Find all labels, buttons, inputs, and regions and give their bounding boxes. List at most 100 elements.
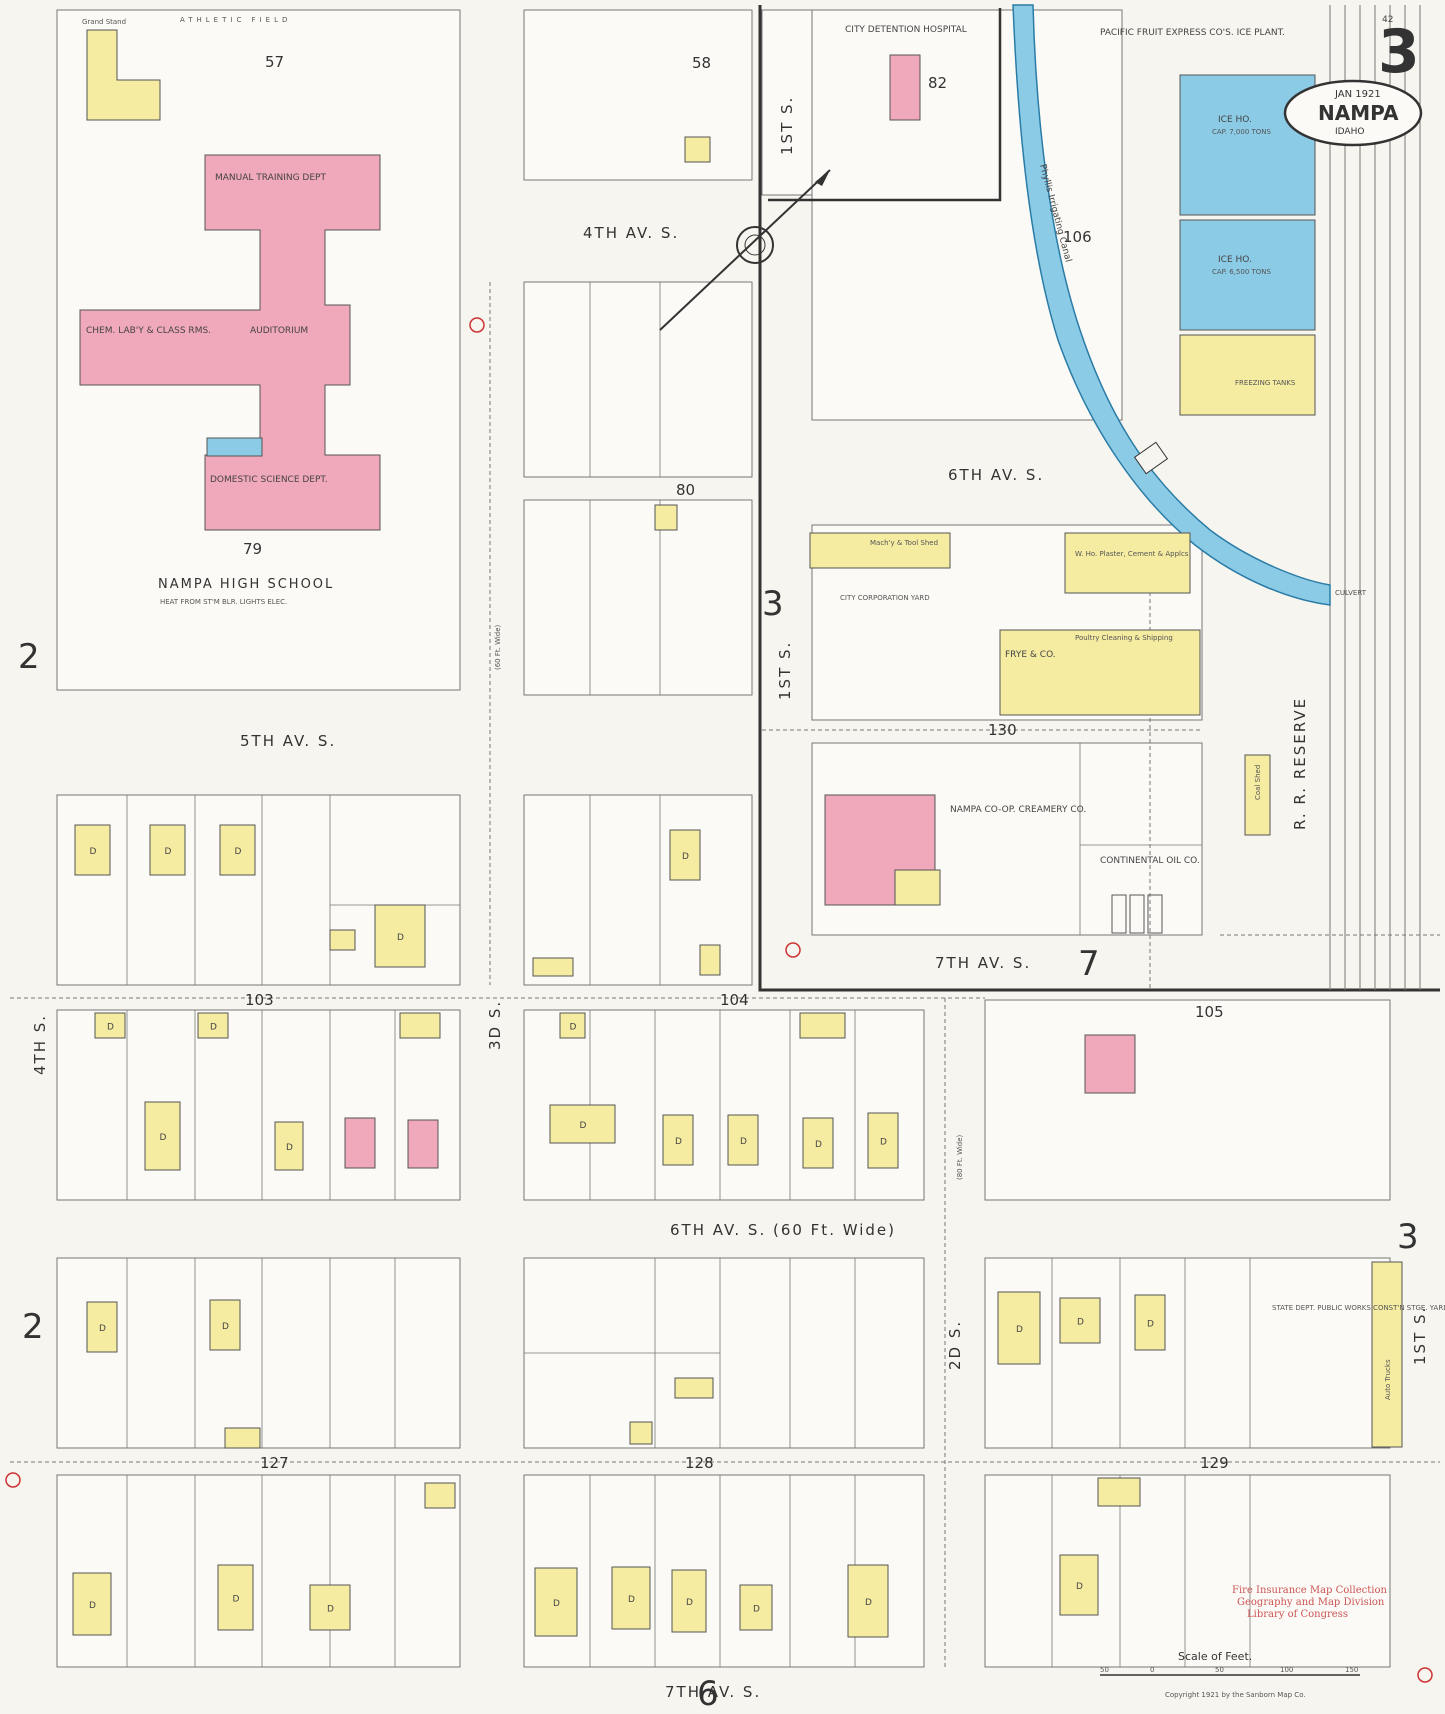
dwelling [274,1121,304,1171]
state-works-label: STATE DEPT. PUBLIC WORKS CONST'N STGE. Y… [1272,1304,1445,1312]
dwelling [847,1564,889,1638]
oil-tank-3 [1147,894,1163,934]
street-2d: 2D S. [946,1320,964,1370]
street-3d: 3D S. [486,1000,504,1050]
detention-hospital-label: CITY DETENTION HOSPITAL [845,25,967,35]
dwelling-label: D [880,1138,887,1148]
block-80-north [523,281,753,478]
dwelling-label: D [675,1137,682,1147]
ice-house-2-label: ICE HO. [1218,255,1252,265]
fire-alarm-icon [785,942,801,958]
dwelling-label: D [89,1601,96,1611]
dwelling-label: D [90,847,97,857]
canal-bridge [1133,441,1169,475]
dwelling-label: D [99,1324,106,1334]
dwelling-label: D [235,847,242,857]
dwelling [662,1114,694,1166]
dwelling-label: D [753,1605,760,1615]
block-127 [56,1474,461,1668]
shop [399,1012,441,1039]
block-82: 82 [928,74,947,92]
adjoining-sheet-7: 7 [1078,944,1100,984]
outbuilding [654,504,678,531]
scale-bar: Scale of Feet. 50 0 50 100 150 Copyright… [1100,1650,1360,1699]
plaster-label: W. Ho. Plaster, Cement & Applcs [1075,550,1189,558]
garage [799,1012,846,1039]
coal-shed [1244,754,1271,836]
block-127: 127 [260,1454,289,1472]
block-129 [984,1474,1391,1668]
adjoining-sheet-3-east: 3 [1397,1217,1419,1257]
dwelling [1134,1294,1166,1351]
stamp-line: Geography and Map Division [1237,1597,1385,1608]
dwelling [727,1114,759,1166]
high-school-note: HEAT FROM ST'M BLR. LIGHTS ELEC. [160,598,287,606]
dwelling [867,1112,899,1169]
dwelling-label: D [1016,1325,1023,1335]
garage [674,1377,714,1399]
dwelling [94,1012,126,1039]
scale-tick: 50 [1215,1666,1224,1674]
scale-label: Scale of Feet. [1178,1650,1252,1663]
stamp-line: Fire Insurance Map Collection [1232,1585,1387,1596]
creamery: NAMPA CO-OP. CREAMERY CO. CONTINENTAL OI… [824,754,1271,934]
dwelling [802,1117,834,1169]
block-103: 103 [245,991,274,1009]
alleys [10,282,1440,1667]
coal-bin [206,437,263,457]
lot-lines [126,282,1251,1667]
auto-trucks-building [1371,1261,1403,1448]
fire-alarm-icon [469,317,485,333]
street-width-80: (80 Ft. Wide) [956,1134,964,1180]
garage [224,1427,261,1449]
fire-alarm-icons [5,317,1433,1683]
creamery-label: NAMPA CO-OP. CREAMERY CO. [950,805,1086,815]
adjoining-sheet-6: 6 [697,1674,719,1714]
freezing-tanks-label: FREEZING TANKS [1235,379,1296,387]
dwelling [549,1104,616,1144]
adjoining-sheets: 2 2 3 3 7 6 [18,584,1419,1714]
block-106: 106 [1063,228,1092,246]
block-129: 129 [1200,1454,1229,1472]
fire-alarm-icon [1417,1667,1433,1683]
sheet-division [758,5,1440,992]
city-yard-label: CITY CORPORATION YARD [840,594,930,602]
machy-shed-label: Mach'y & Tool Shed [870,539,938,547]
brick-dwelling [344,1117,376,1169]
dwelling-label: D [740,1137,747,1147]
scale-tick: 0 [1150,1666,1154,1674]
dwelling [149,824,186,876]
high-school: Grand Stand MANUAL TRAINING DEPT CHEM. L… [79,16,381,606]
garage [424,1482,456,1509]
railroad-tracks [1329,5,1421,990]
street-7th-ave-north: 7TH AV. S. [935,954,1031,972]
sheet-corner-number: 42 [1382,15,1393,25]
adjoining-sheet-3-mid: 3 [762,584,784,624]
dwelling-label: D [682,852,689,862]
dwelling [374,904,426,968]
ice-house-south [1179,219,1316,331]
dwelling [1059,1297,1101,1344]
dwelling [739,1584,773,1631]
outbuilding [699,944,721,976]
dwelling-label: D [286,1143,293,1153]
alley-width: (60 Ft. Wide) [494,624,502,670]
dwelling [209,1299,241,1351]
scale-tick: 150 [1345,1666,1358,1674]
brick-dwelling [407,1119,439,1169]
garage [329,929,356,951]
detention-hospital [889,54,921,121]
block-numbers: 57 58 79 80 82 103 104 105 106 127 128 1… [243,53,1229,1472]
dwelling-label: D [107,1023,114,1033]
manual-training-label: MANUAL TRAINING DEPT [215,173,326,183]
title-oval [1283,79,1423,147]
block-105: 105 [1195,1003,1224,1021]
auto-trucks-label: Auto Trucks [1384,1359,1392,1400]
block-58: 58 [692,54,711,72]
street-6th-ave-east: 6TH AV. S. [948,466,1044,484]
dwelling [669,829,701,881]
block-127-north [56,1257,461,1449]
street-labels: 4TH AV. S. 5TH AV. S. 6TH AV. S. 6TH AV.… [31,96,1429,1701]
title-cartouche: JAN 1921 NAMPA IDAHO 3 42 [1283,15,1423,147]
